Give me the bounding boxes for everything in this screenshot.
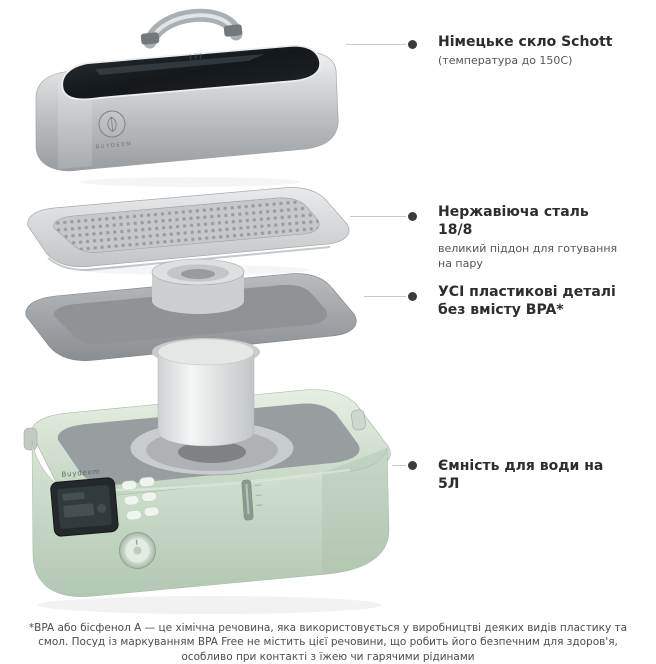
steam-tray — [27, 177, 350, 271]
plastic-tray-recess — [53, 284, 328, 345]
brand-lid-text: BUYDEEM — [95, 141, 132, 150]
control-panel: Buydeem — [50, 467, 160, 570]
steam-vent-icon — [189, 52, 202, 61]
latch-left — [23, 427, 38, 451]
brand-logo: BUYDEEM — [95, 110, 133, 151]
callout-dot-glass — [408, 40, 417, 49]
lid-assembly: BUYDEEM — [35, 8, 339, 172]
latch-right — [351, 409, 366, 431]
lid-highlight — [58, 78, 92, 169]
base-side-shade — [322, 448, 389, 575]
callout-line-bpa — [364, 296, 406, 297]
callout-dot-steel — [408, 212, 417, 221]
lid-handle-highlight — [150, 13, 235, 42]
base-front: Buydeem — [23, 409, 390, 597]
callout-dot-bpa — [408, 292, 417, 301]
callout-line-steel — [350, 216, 406, 217]
callout-bpa: УСІ пластикові деталі без вмісту BPA* — [438, 283, 620, 322]
callout-steel: Нержавіюча сталь 18/8 великий піддон для… — [438, 203, 620, 271]
callout-subtitle: (температура до 150C) — [438, 54, 573, 68]
glass-reflection — [95, 54, 265, 75]
callout-line-glass — [346, 44, 406, 45]
control-buttons — [121, 476, 160, 521]
callout-title: Німецьке скло Schott — [438, 34, 613, 50]
callout-title: Ємність для води на 5Л — [438, 458, 604, 493]
callout-water: Ємність для води на 5Л — [438, 457, 620, 496]
product-exploded-view: BUYDEEM — [23, 8, 391, 614]
brand-base-text: Buydeem — [61, 467, 100, 478]
callout-title: УСІ пластикові деталі без вмісту BPA* — [438, 284, 616, 319]
handle-mount-left — [140, 32, 160, 45]
handle-mount-right — [223, 24, 243, 37]
callout-dot-water — [408, 461, 417, 470]
callout-title: Нержавіюча сталь 18/8 — [438, 204, 589, 239]
footnote-text: *BPA або бісфенол А — це хімічна речовин… — [28, 622, 628, 663]
callout-glass: Німецьке скло Schott (температура до 150… — [438, 33, 612, 69]
lid-glass — [63, 46, 320, 99]
water-level-window — [241, 479, 263, 521]
callout-line-water — [392, 465, 406, 466]
tray-perforated-area — [53, 197, 320, 253]
steam-column-cap — [151, 258, 245, 315]
tray-under-lip — [47, 246, 331, 271]
callout-subtitle: великий піддон для готування на пару — [438, 242, 618, 270]
plastic-tray — [25, 258, 357, 361]
control-dial — [118, 532, 156, 570]
product-shadow — [38, 596, 382, 614]
steam-column — [152, 338, 260, 447]
